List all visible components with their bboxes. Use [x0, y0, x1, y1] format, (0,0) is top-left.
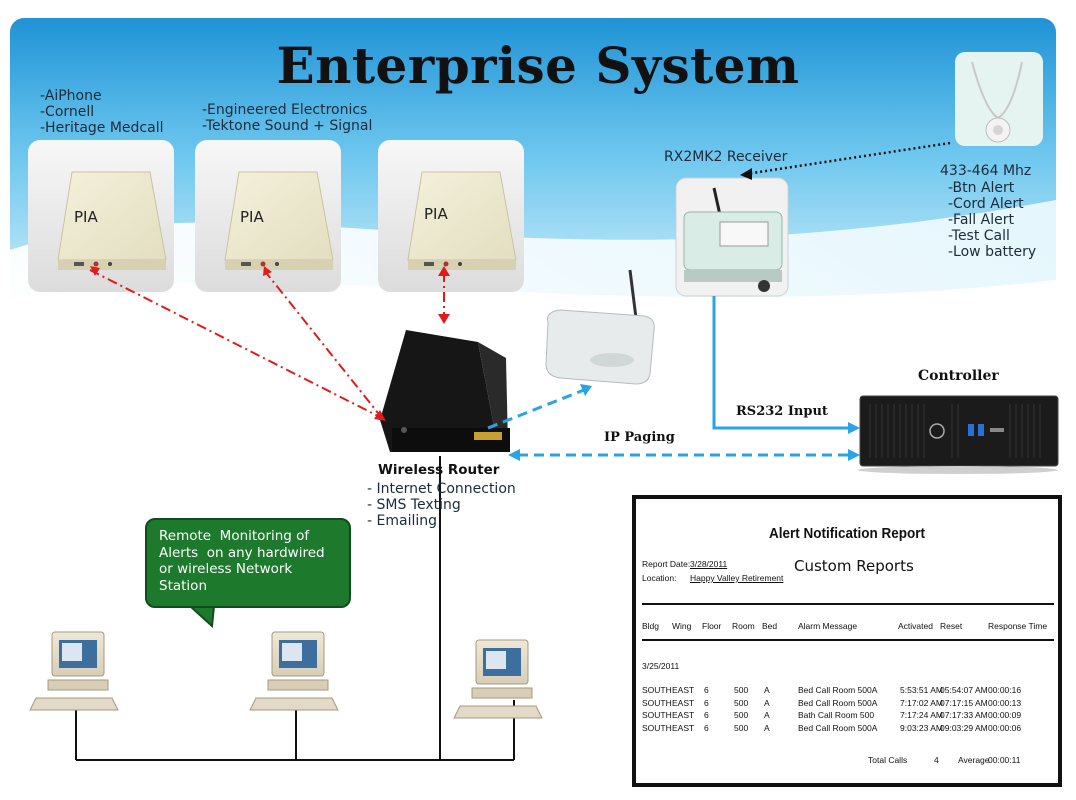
report-cell: 6	[704, 697, 709, 708]
report-cell: A	[764, 685, 770, 695]
report-cell: Bath Call Room 500	[798, 710, 875, 720]
pia2-vendor-list: -Engineered Electronics -Tektone Sound +…	[202, 102, 373, 134]
report-column-rule	[642, 639, 1054, 641]
total-calls-value: 4	[934, 755, 939, 765]
report-cell: 500	[734, 722, 749, 733]
rs232-link	[712, 296, 852, 430]
report-cell: 500	[734, 685, 749, 695]
report-cell: EAST	[672, 722, 695, 733]
report-cell: 00:00:09	[988, 710, 1022, 720]
report-date-group: 3/25/2011	[642, 661, 680, 671]
frequency-label: 433-464 Mhz	[940, 163, 1032, 179]
report-cell: 00:00:06	[988, 722, 1022, 733]
report-cell: SOUTH	[642, 722, 672, 733]
report-cell: 07:17:15 AM	[940, 697, 988, 708]
report-cell: Bed Call Room 500A	[798, 722, 878, 733]
ip-paging-arrowhead-right	[848, 449, 860, 461]
page-title: Enterprise System	[276, 36, 800, 95]
pia-label-1: PIA	[74, 208, 98, 226]
report-cell: 00:00:13	[988, 697, 1022, 708]
ap-arrowhead	[580, 384, 592, 396]
report-column-header: Bed	[762, 621, 778, 631]
pia-device-3	[378, 140, 524, 292]
wireless-access-point	[545, 269, 655, 385]
custom-reports-label: Custom Reports	[794, 557, 914, 575]
controller-pc	[858, 395, 1059, 474]
report-cell: Bed Call Room 500A	[798, 697, 878, 708]
controller-label: Controller	[918, 368, 999, 384]
bubble-tail	[187, 605, 216, 629]
report-column-header: Floor	[702, 621, 722, 631]
ip-paging-label: IP Paging	[604, 430, 675, 445]
rs232-arrowhead	[848, 422, 860, 434]
alert-types-list: -Btn Alert -Cord Alert -Fall Alert -Test…	[948, 180, 1037, 260]
remote-monitoring-callout: Remote Monitoring of Alerts on any hardw…	[145, 518, 351, 608]
report-cell: SOUTH	[642, 710, 672, 720]
report-column-header: Response Time	[988, 621, 1048, 631]
report-column-header: Room	[732, 621, 755, 631]
report-cell: Bed Call Room 500A	[798, 685, 878, 695]
report-title: Alert Notification Report	[768, 525, 926, 542]
report-cell: 6	[704, 722, 709, 733]
report-column-header: Bldg	[642, 621, 660, 631]
location-value: Happy Valley Retirement	[690, 573, 784, 583]
report-cell: 09:03:29 AM	[940, 722, 988, 733]
report-cell: 9:03:23 AM	[900, 722, 944, 733]
report-date-label: Report Date:	[642, 559, 691, 569]
receiver-label: RX2MK2 Receiver	[664, 149, 788, 165]
report-cell: 7:17:02 AM	[900, 697, 944, 708]
pendant-signal-link	[745, 141, 951, 176]
report-cell: SOUTH	[642, 685, 672, 695]
report-cell: A	[764, 710, 770, 720]
router-feature-list: - Internet Connection - SMS Texting - Em…	[367, 481, 516, 529]
alert-report: Alert Notification Report Custom Reports…	[632, 495, 1062, 787]
workstation-2	[249, 631, 339, 711]
pia-label-2: PIA	[240, 208, 264, 226]
wireless-router	[380, 330, 510, 452]
rx2mk2-receiver	[675, 177, 789, 297]
ip-paging-arrowhead-left	[508, 449, 520, 461]
report-cell: EAST	[672, 685, 695, 695]
average-value: 00:00:11	[988, 755, 1021, 765]
report-cell: EAST	[672, 710, 695, 720]
red-arrowheads	[90, 266, 450, 421]
report-cell: SOUTH	[642, 697, 672, 708]
router-label: Wireless Router	[378, 462, 500, 478]
pia-red-links	[89, 269, 445, 419]
report-column-header: Activated	[898, 621, 933, 631]
report-cell: A	[764, 697, 770, 708]
workstation-1	[29, 631, 119, 711]
pia-device-1	[28, 140, 174, 292]
report-cell: 5:53:51 AM	[900, 685, 944, 695]
pendant-transmitter-icon	[955, 52, 1043, 146]
report-cell: EAST	[672, 697, 695, 708]
ap-link	[487, 388, 585, 430]
report-cell: 05:54:07 AM	[940, 685, 988, 695]
report-cell: A	[764, 722, 770, 733]
report-cell: 500	[734, 710, 749, 720]
rs232-label: RS232 Input	[736, 404, 828, 419]
workstation-3	[453, 639, 543, 719]
report-cell: 00:00:16	[988, 685, 1022, 695]
report-cell: 6	[704, 685, 709, 695]
total-calls-label: Total Calls	[868, 755, 908, 765]
average-label: Average	[958, 755, 990, 765]
report-cell: 6	[704, 710, 709, 720]
report-column-header: Reset	[940, 621, 963, 631]
report-header-rule	[642, 603, 1054, 605]
report-cell: 500	[734, 697, 749, 708]
pia1-vendor-list: -AiPhone -Cornell -Heritage Medcall	[40, 88, 164, 136]
pendant-signal-arrowhead	[740, 168, 752, 180]
location-label: Location:	[642, 573, 677, 583]
report-column-header: Wing	[672, 621, 692, 631]
report-cell: 07:17:33 AM	[940, 710, 988, 720]
report-cell: 7:17:24 AM	[900, 710, 944, 720]
pia-label-3: PIA	[424, 205, 448, 223]
report-date-value: 3/28/2011	[690, 559, 728, 569]
report-column-header: Alarm Message	[798, 621, 858, 631]
pia-device-2	[195, 140, 341, 292]
